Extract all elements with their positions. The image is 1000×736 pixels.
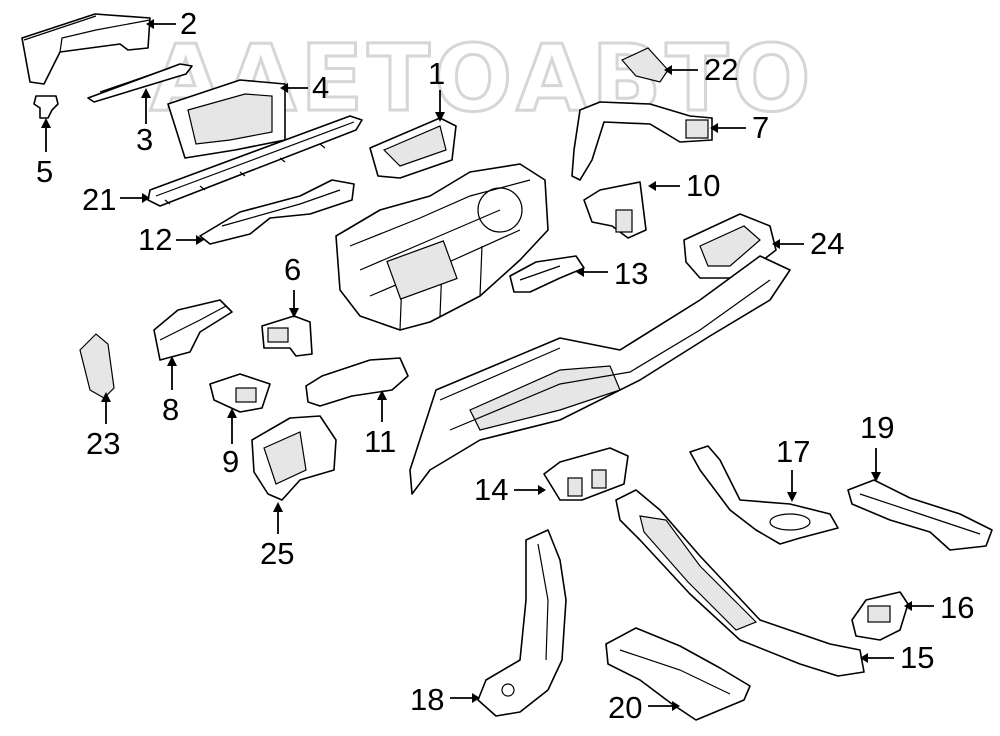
callout-15: 15 — [860, 640, 934, 675]
callout-7: 7 — [710, 110, 769, 145]
callout-11: 11 — [364, 390, 396, 459]
hvac-unit — [335, 163, 549, 331]
part-17 — [689, 445, 839, 545]
part-2 — [21, 13, 151, 85]
part-6 — [261, 315, 313, 357]
callout-18: 18 — [410, 682, 480, 717]
svg-text:18: 18 — [410, 682, 444, 717]
svg-text:23: 23 — [86, 426, 120, 461]
svg-text:12: 12 — [138, 222, 172, 257]
part-7 — [571, 101, 713, 181]
svg-text:17: 17 — [776, 434, 810, 469]
svg-text:3: 3 — [136, 122, 153, 157]
svg-text:9: 9 — [222, 444, 239, 479]
part-11 — [305, 357, 409, 407]
part-22 — [621, 47, 669, 83]
part-8 — [153, 299, 233, 361]
callout-12: 12 — [138, 222, 204, 257]
part-10 — [583, 181, 647, 239]
part-21 — [147, 115, 363, 207]
callout-16: 16 — [904, 590, 974, 625]
part-13 — [509, 255, 585, 293]
callout-23: 23 — [86, 392, 120, 461]
svg-text:14: 14 — [474, 472, 508, 507]
callout-19: 19 — [860, 410, 894, 482]
callout-5: 5 — [36, 118, 53, 189]
svg-text:6: 6 — [284, 252, 301, 287]
callout-9: 9 — [222, 408, 239, 479]
svg-text:15: 15 — [900, 640, 934, 675]
part-23 — [79, 333, 115, 399]
part-18 — [477, 529, 567, 717]
svg-text:16: 16 — [940, 590, 974, 625]
dashboard-panel — [409, 255, 791, 495]
part-16 — [851, 591, 909, 641]
callout-17: 17 — [776, 434, 810, 502]
svg-text:21: 21 — [82, 182, 116, 217]
callout-22: 22 — [664, 52, 738, 87]
callout-13: 13 — [576, 256, 648, 291]
callout-8: 8 — [162, 356, 179, 427]
callout-24: 24 — [772, 226, 844, 261]
callout-2: 2 — [146, 6, 197, 41]
part-5 — [33, 95, 59, 119]
svg-text:5: 5 — [36, 154, 53, 189]
svg-text:19: 19 — [860, 410, 894, 445]
svg-text:7: 7 — [752, 110, 769, 145]
svg-text:25: 25 — [260, 536, 294, 571]
svg-text:24: 24 — [810, 226, 844, 261]
callout-1: 1 — [428, 56, 445, 122]
part-15 — [615, 489, 865, 677]
callout-4: 4 — [280, 70, 329, 105]
part-9 — [209, 373, 271, 413]
callout-21: 21 — [82, 182, 150, 217]
part-14 — [543, 447, 629, 501]
part-20 — [605, 627, 751, 721]
callouts: 1 2 3 4 5 6 7 8 9 10 11 12 13 14 15 16 1… — [36, 6, 974, 725]
callout-6: 6 — [284, 252, 301, 318]
part-25 — [251, 415, 337, 501]
svg-text:22: 22 — [704, 52, 738, 87]
part-12 — [199, 179, 355, 245]
part-4 — [167, 79, 286, 159]
callout-20: 20 — [608, 690, 680, 725]
svg-text:4: 4 — [312, 70, 329, 105]
svg-text:11: 11 — [364, 424, 396, 459]
svg-text:10: 10 — [686, 168, 720, 203]
svg-text:20: 20 — [608, 690, 642, 725]
callout-3: 3 — [136, 88, 153, 157]
svg-text:2: 2 — [180, 6, 197, 41]
part-19 — [847, 479, 993, 551]
part-3 — [87, 63, 193, 103]
callout-10: 10 — [648, 168, 720, 203]
svg-text:13: 13 — [614, 256, 648, 291]
svg-text:8: 8 — [162, 392, 179, 427]
svg-text:1: 1 — [428, 56, 445, 91]
callout-14: 14 — [474, 472, 546, 507]
callout-25: 25 — [260, 502, 294, 571]
